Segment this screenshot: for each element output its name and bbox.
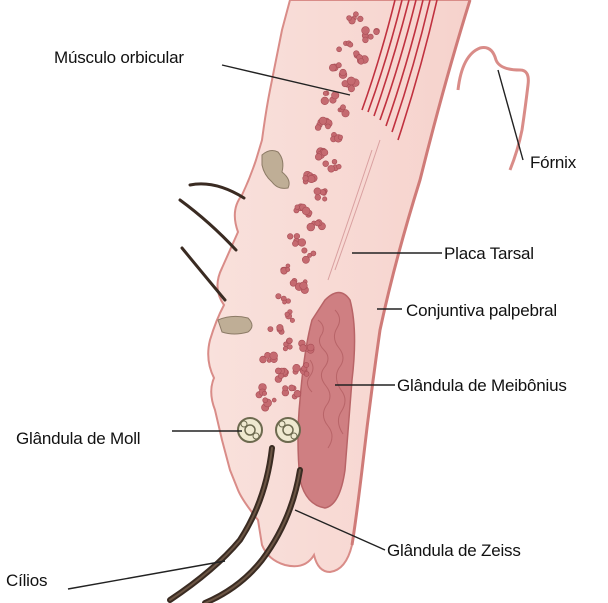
moll-gland-left (238, 418, 262, 442)
label-conjuntiva-palpebral: Conjuntiva palpebral (406, 301, 557, 320)
label-musculo-orbicular: Músculo orbicular (54, 48, 184, 67)
leader-fornix (498, 70, 523, 160)
fornix-conjunctiva (458, 48, 528, 171)
label-glandula-zeiss: Glândula de Zeiss (387, 541, 521, 560)
label-cilios: Cílios (6, 571, 47, 590)
skin-flake-lower (218, 316, 252, 334)
moll-gland-right (276, 418, 300, 442)
label-glandula-moll: Glândula de Moll (16, 429, 140, 448)
label-placa-tarsal: Placa Tarsal (444, 244, 534, 263)
label-glandula-meibonius: Glândula de Meibônius (397, 376, 567, 395)
label-fornix: Fórnix (530, 153, 577, 172)
